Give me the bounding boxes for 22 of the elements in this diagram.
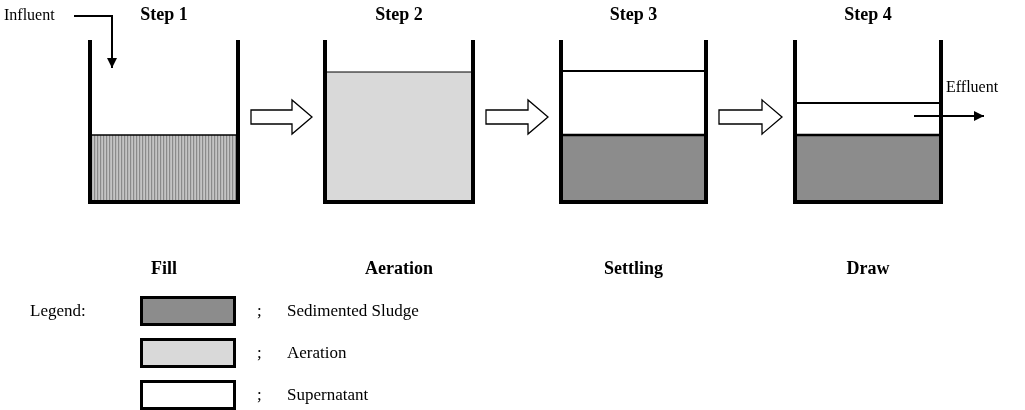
- separator: ;: [257, 301, 262, 321]
- legend-title: Legend:: [30, 301, 86, 321]
- block-arrow: [485, 98, 549, 136]
- step-heading: Step 1: [139, 4, 189, 25]
- separator: ;: [257, 343, 262, 363]
- flow-label: Influent: [4, 6, 55, 23]
- flow-arrow: [913, 111, 985, 121]
- block-arrow: [718, 98, 783, 136]
- legend-text: Aeration: [287, 343, 347, 363]
- legend-text: Supernatant: [287, 385, 369, 405]
- flow-arrow: [73, 15, 117, 69]
- step-heading: Step 4: [843, 4, 893, 25]
- phase-label: Fill: [150, 258, 178, 279]
- step-heading: Step 2: [374, 4, 424, 25]
- separator: ;: [257, 385, 262, 405]
- legend-text: Sedimented Sludge: [287, 301, 419, 321]
- phase-label: Draw: [845, 258, 891, 279]
- step-heading: Step 3: [608, 4, 659, 25]
- block-arrow: [250, 98, 313, 136]
- phase-label: Aeration: [364, 258, 434, 279]
- flow-label: Effluent: [946, 78, 999, 95]
- phase-label: Settling: [603, 258, 664, 279]
